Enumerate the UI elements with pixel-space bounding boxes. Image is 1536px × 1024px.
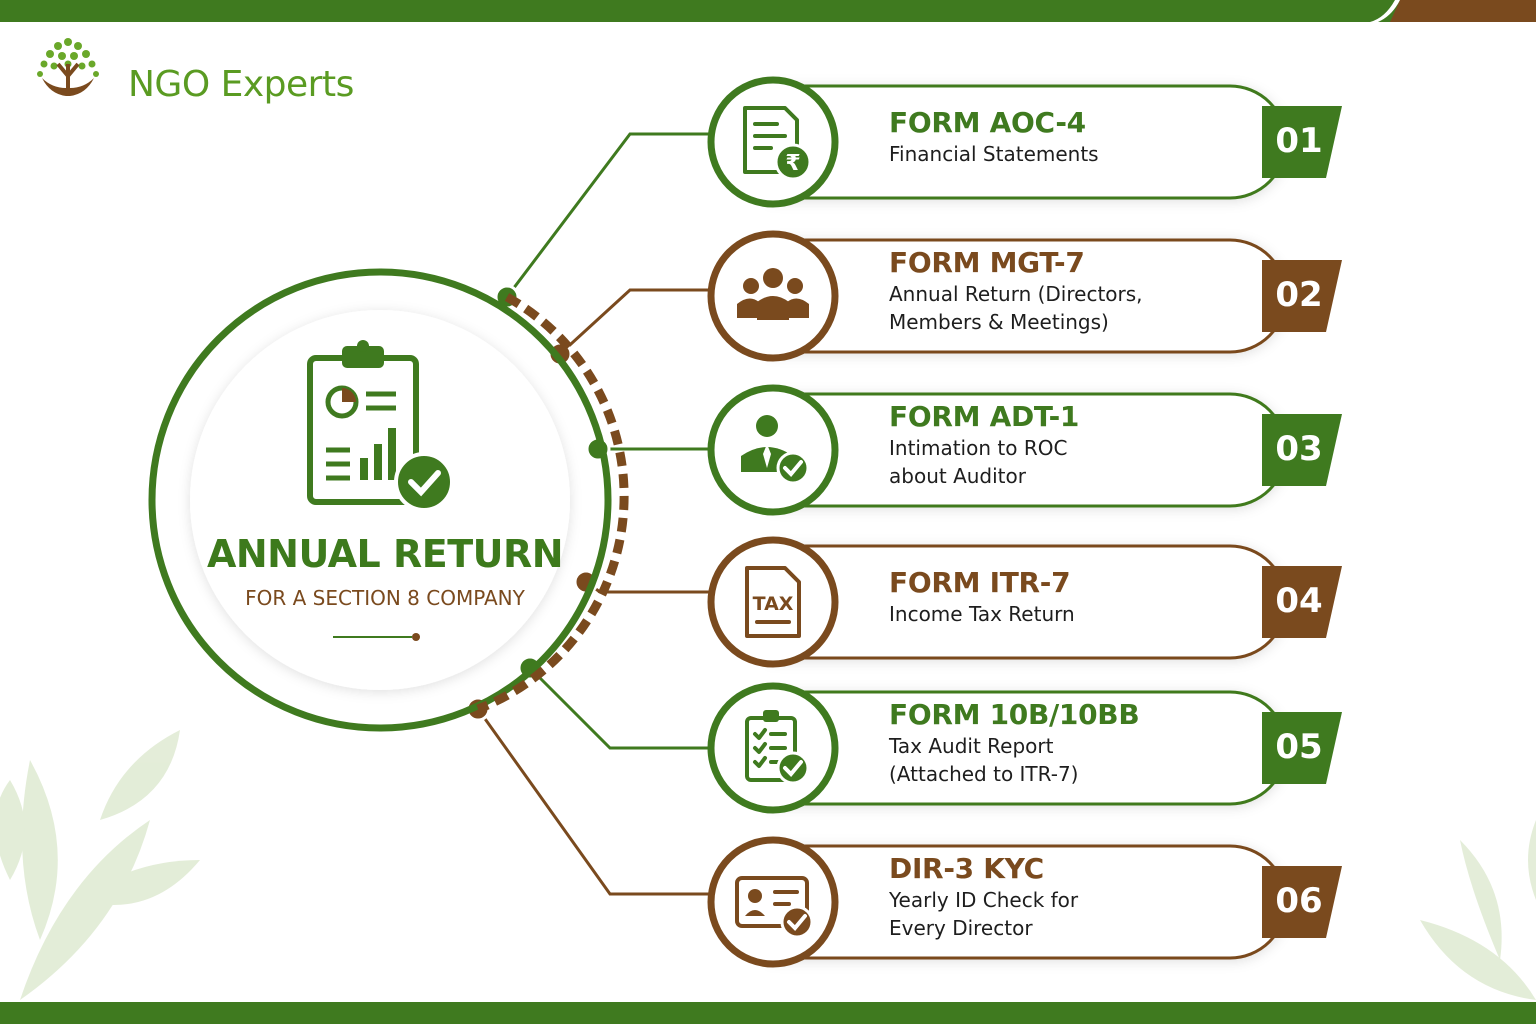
card-icon-ring bbox=[707, 536, 839, 668]
bottom-accent-bar bbox=[0, 1002, 1536, 1024]
card-icon-ring bbox=[707, 76, 839, 208]
people-group-icon bbox=[737, 268, 809, 320]
step-number: 01 bbox=[1275, 121, 1323, 161]
connector-line bbox=[505, 132, 710, 298]
form-title: FORM ITR-7 bbox=[889, 566, 1071, 599]
connector-line bbox=[528, 666, 710, 750]
center-ring bbox=[148, 268, 612, 732]
step-number: 03 bbox=[1275, 429, 1323, 469]
center-title: ANNUAL RETURN bbox=[206, 532, 564, 576]
form-title: FORM MGT-7 bbox=[889, 246, 1085, 279]
center-subtitle: FOR A SECTION 8 COMPANY bbox=[245, 586, 525, 610]
svg-text:TAX: TAX bbox=[753, 593, 794, 615]
form-card bbox=[707, 682, 1342, 814]
number-tab bbox=[1262, 712, 1342, 784]
auditor-check-icon bbox=[741, 415, 810, 485]
checklist-clipboard-icon bbox=[745, 710, 810, 785]
connector-line bbox=[558, 288, 710, 356]
form-description-line: Members & Meetings) bbox=[889, 310, 1109, 334]
number-tab bbox=[1262, 866, 1342, 938]
number-tab bbox=[1262, 106, 1342, 178]
form-description-line: Yearly ID Check for bbox=[889, 888, 1079, 912]
form-card bbox=[707, 384, 1342, 516]
form-description-line: Income Tax Return bbox=[889, 602, 1075, 626]
form-title: FORM AOC-4 bbox=[889, 106, 1086, 139]
top-accent-bar bbox=[0, 0, 1536, 22]
form-description-line: Intimation to ROC bbox=[889, 436, 1068, 460]
form-description-line: Tax Audit Report bbox=[889, 734, 1054, 758]
form-card bbox=[707, 836, 1342, 968]
center-ring-accent-arc bbox=[476, 293, 629, 714]
step-number: 06 bbox=[1275, 881, 1323, 921]
step-number: 02 bbox=[1275, 275, 1323, 315]
form-title: FORM ADT-1 bbox=[889, 400, 1080, 433]
connector-line bbox=[476, 708, 710, 896]
form-description-line: Annual Return (Directors, bbox=[889, 282, 1143, 306]
number-tab bbox=[1262, 414, 1342, 486]
card-text: FORM 10B/10BB Tax Audit Report (Attached t… bbox=[889, 698, 1249, 788]
form-title: FORM 10B/10BB bbox=[889, 698, 1140, 731]
form-description-line: (Attached to ITR-7) bbox=[889, 762, 1079, 786]
form-description-line: Financial Statements bbox=[889, 142, 1099, 166]
number-tab bbox=[1262, 566, 1342, 638]
step-number: 05 bbox=[1275, 727, 1323, 767]
tax-document-icon: TAX bbox=[745, 566, 801, 638]
number-tab bbox=[1262, 260, 1342, 332]
card-icon-ring bbox=[707, 836, 839, 968]
form-description-line: Every Director bbox=[889, 916, 1033, 940]
brand-logo: NGO Experts bbox=[20, 34, 380, 105]
brand-name: NGO Experts bbox=[128, 64, 354, 105]
decorative-leaves-right bbox=[1420, 820, 1536, 1000]
step-number: 04 bbox=[1275, 581, 1323, 621]
form-card bbox=[707, 230, 1342, 362]
decorative-leaves-left bbox=[0, 730, 200, 1000]
form-title: DIR-3 KYC bbox=[889, 852, 1044, 885]
form-card: TAX bbox=[707, 536, 1342, 668]
form-description-line: about Auditor bbox=[889, 464, 1026, 488]
rupee-document-icon: ₹ bbox=[743, 106, 812, 181]
center-divider bbox=[333, 633, 420, 641]
svg-text:₹: ₹ bbox=[785, 151, 800, 176]
tree-hands-logo-icon bbox=[37, 38, 99, 96]
id-card-check-icon bbox=[735, 876, 814, 939]
form-card: ₹ bbox=[707, 76, 1342, 208]
clipboard-chart-check-icon bbox=[307, 340, 454, 512]
